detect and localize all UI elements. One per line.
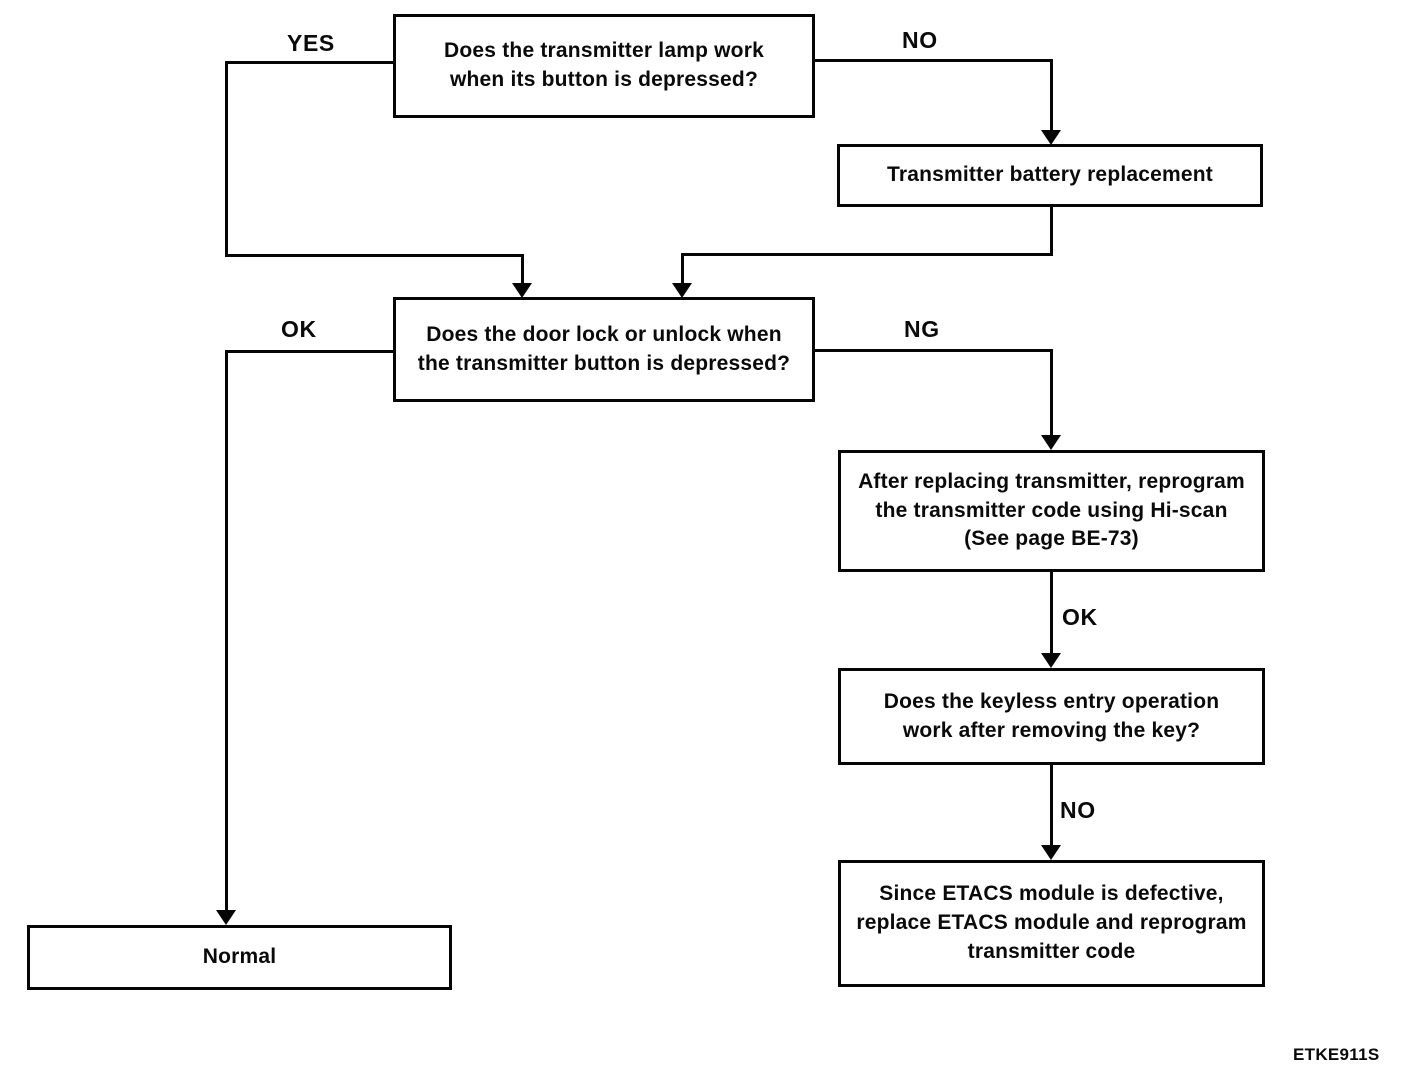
connector-yes-merge-horizontal xyxy=(225,254,524,257)
branch-label-ok-left: OK xyxy=(281,316,317,342)
node-etacs-module-replace: Since ETACS module is defective, replace… xyxy=(838,860,1265,987)
node-keyless-entry-question: Does the keyless entry operation work af… xyxy=(838,668,1265,765)
connector-ng-horizontal xyxy=(815,349,1052,352)
branch-label-no-bottom: NO xyxy=(1060,797,1096,823)
connector-ok-mid-vertical xyxy=(1050,572,1053,654)
connector-no-vertical xyxy=(1050,59,1053,131)
node-door-lock-question: Does the door lock or unlock when the tr… xyxy=(393,297,815,402)
connector-no-horizontal xyxy=(812,59,1052,62)
connector-ok-left-horizontal xyxy=(225,350,393,353)
branch-label-ng: NG xyxy=(904,316,940,342)
connector-battery-out-vertical xyxy=(1050,207,1053,256)
arrowhead-into-etacs-box xyxy=(1041,845,1061,860)
node-transmitter-lamp-question: Does the transmitter lamp work when its … xyxy=(393,14,815,118)
connector-yes-vertical xyxy=(225,61,228,257)
arrowhead-into-keyless-box xyxy=(1041,653,1061,668)
connector-yes-merge-drop xyxy=(521,254,524,284)
node-normal: Normal xyxy=(27,925,452,990)
node-battery-replacement: Transmitter battery replacement xyxy=(837,144,1263,207)
arrowhead-into-door-question-left xyxy=(512,283,532,298)
arrowhead-into-battery-box xyxy=(1041,130,1061,145)
arrowhead-into-normal-box xyxy=(216,910,236,925)
figure-code: ETKE911S xyxy=(1293,1045,1380,1064)
connector-battery-merge-horizontal xyxy=(681,253,1053,256)
branch-label-yes: YES xyxy=(287,30,335,56)
branch-label-ok-mid: OK xyxy=(1062,604,1098,630)
connector-ok-left-vertical xyxy=(225,350,228,911)
connector-ng-vertical xyxy=(1050,349,1053,436)
connector-battery-merge-drop xyxy=(681,253,684,284)
node-reprogram-transmitter-code: After replacing transmitter, reprogram t… xyxy=(838,450,1265,572)
arrowhead-into-door-question-right xyxy=(672,283,692,298)
connector-no-bottom-vertical xyxy=(1050,765,1053,846)
arrowhead-into-reprogram-box xyxy=(1041,435,1061,450)
branch-label-no-top: NO xyxy=(902,27,938,53)
connector-yes-horizontal xyxy=(225,61,393,64)
